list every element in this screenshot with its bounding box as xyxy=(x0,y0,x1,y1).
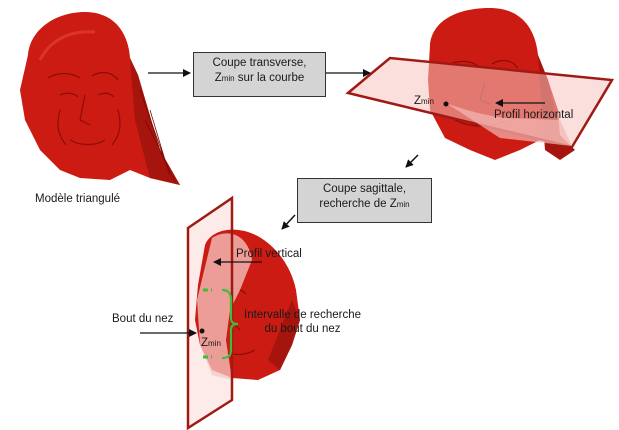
step1-line2: Zmin sur la courbe xyxy=(194,71,325,86)
head-model-mesh xyxy=(20,12,180,185)
label-bout-du-nez: Bout du nez xyxy=(112,312,173,326)
arrow-step2-to-sagittal xyxy=(282,215,295,229)
zmin-point-transverse xyxy=(444,102,449,107)
step2-box: Coupe sagittale, recherche de Zmin xyxy=(297,178,432,223)
label-zmin-sagittal: Zmin xyxy=(201,336,221,351)
intervalle-line1: Intervalle de recherche xyxy=(244,308,361,322)
step1-line1: Coupe transverse, xyxy=(194,56,325,71)
intervalle-line2: du bout du nez xyxy=(244,322,361,336)
arrow-to-step2 xyxy=(406,155,418,167)
zmin-point-sagittal xyxy=(200,329,205,334)
label-modele-triangule: Modèle triangulé xyxy=(35,192,120,206)
label-zmin-transverse: Zmin xyxy=(414,94,434,109)
step1-box: Coupe transverse, Zmin sur la courbe xyxy=(193,52,326,97)
step2-line1: Coupe sagittale, xyxy=(298,182,431,197)
label-profil-horizontal: Profil horizontal xyxy=(494,108,573,122)
step2-line2: recherche de Zmin xyxy=(298,197,431,212)
label-intervalle: Intervalle de recherche du bout du nez xyxy=(244,308,361,336)
label-profil-vertical: Profil vertical xyxy=(236,247,302,261)
